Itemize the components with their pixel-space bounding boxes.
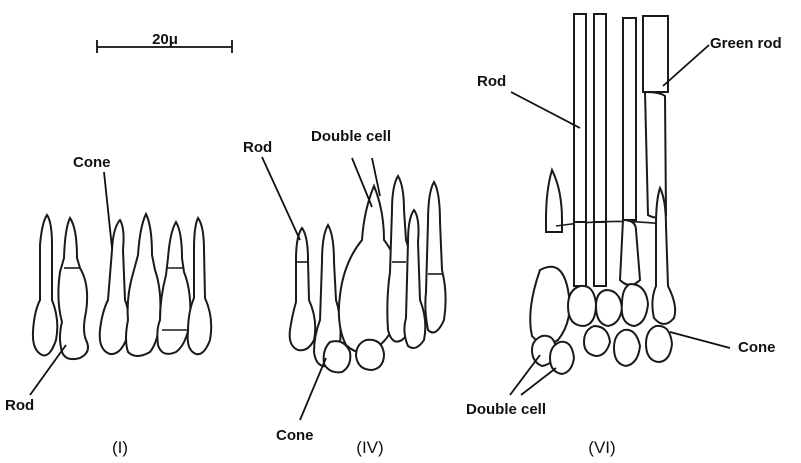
panel-4-rod-label: Rod <box>243 139 272 156</box>
panel-4-cells <box>290 176 446 372</box>
panel-1-rod-label: Rod <box>5 397 34 414</box>
panel-1-cone-label: Cone <box>73 154 111 171</box>
scale-bar-label: 20μ <box>152 31 178 48</box>
panel-6-cells <box>530 14 675 374</box>
panel-6-rod-label: Rod <box>477 73 506 90</box>
panel-1-cells <box>33 214 211 359</box>
panel-4-double-cell-label: Double cell <box>311 128 391 145</box>
scale-bar: 20μ <box>97 31 232 53</box>
panel-4-cone-label: Cone <box>276 427 314 444</box>
panel-6-green-rod-label: Green rod <box>710 35 782 52</box>
panel-1-caption: (I) <box>112 438 128 457</box>
panel-4-caption: (IV) <box>356 438 383 457</box>
panel-6-double-cell-label: Double cell <box>466 401 546 418</box>
panel-6-cone-label: Cone <box>738 339 776 356</box>
panel-6-caption: (VI) <box>588 438 615 457</box>
